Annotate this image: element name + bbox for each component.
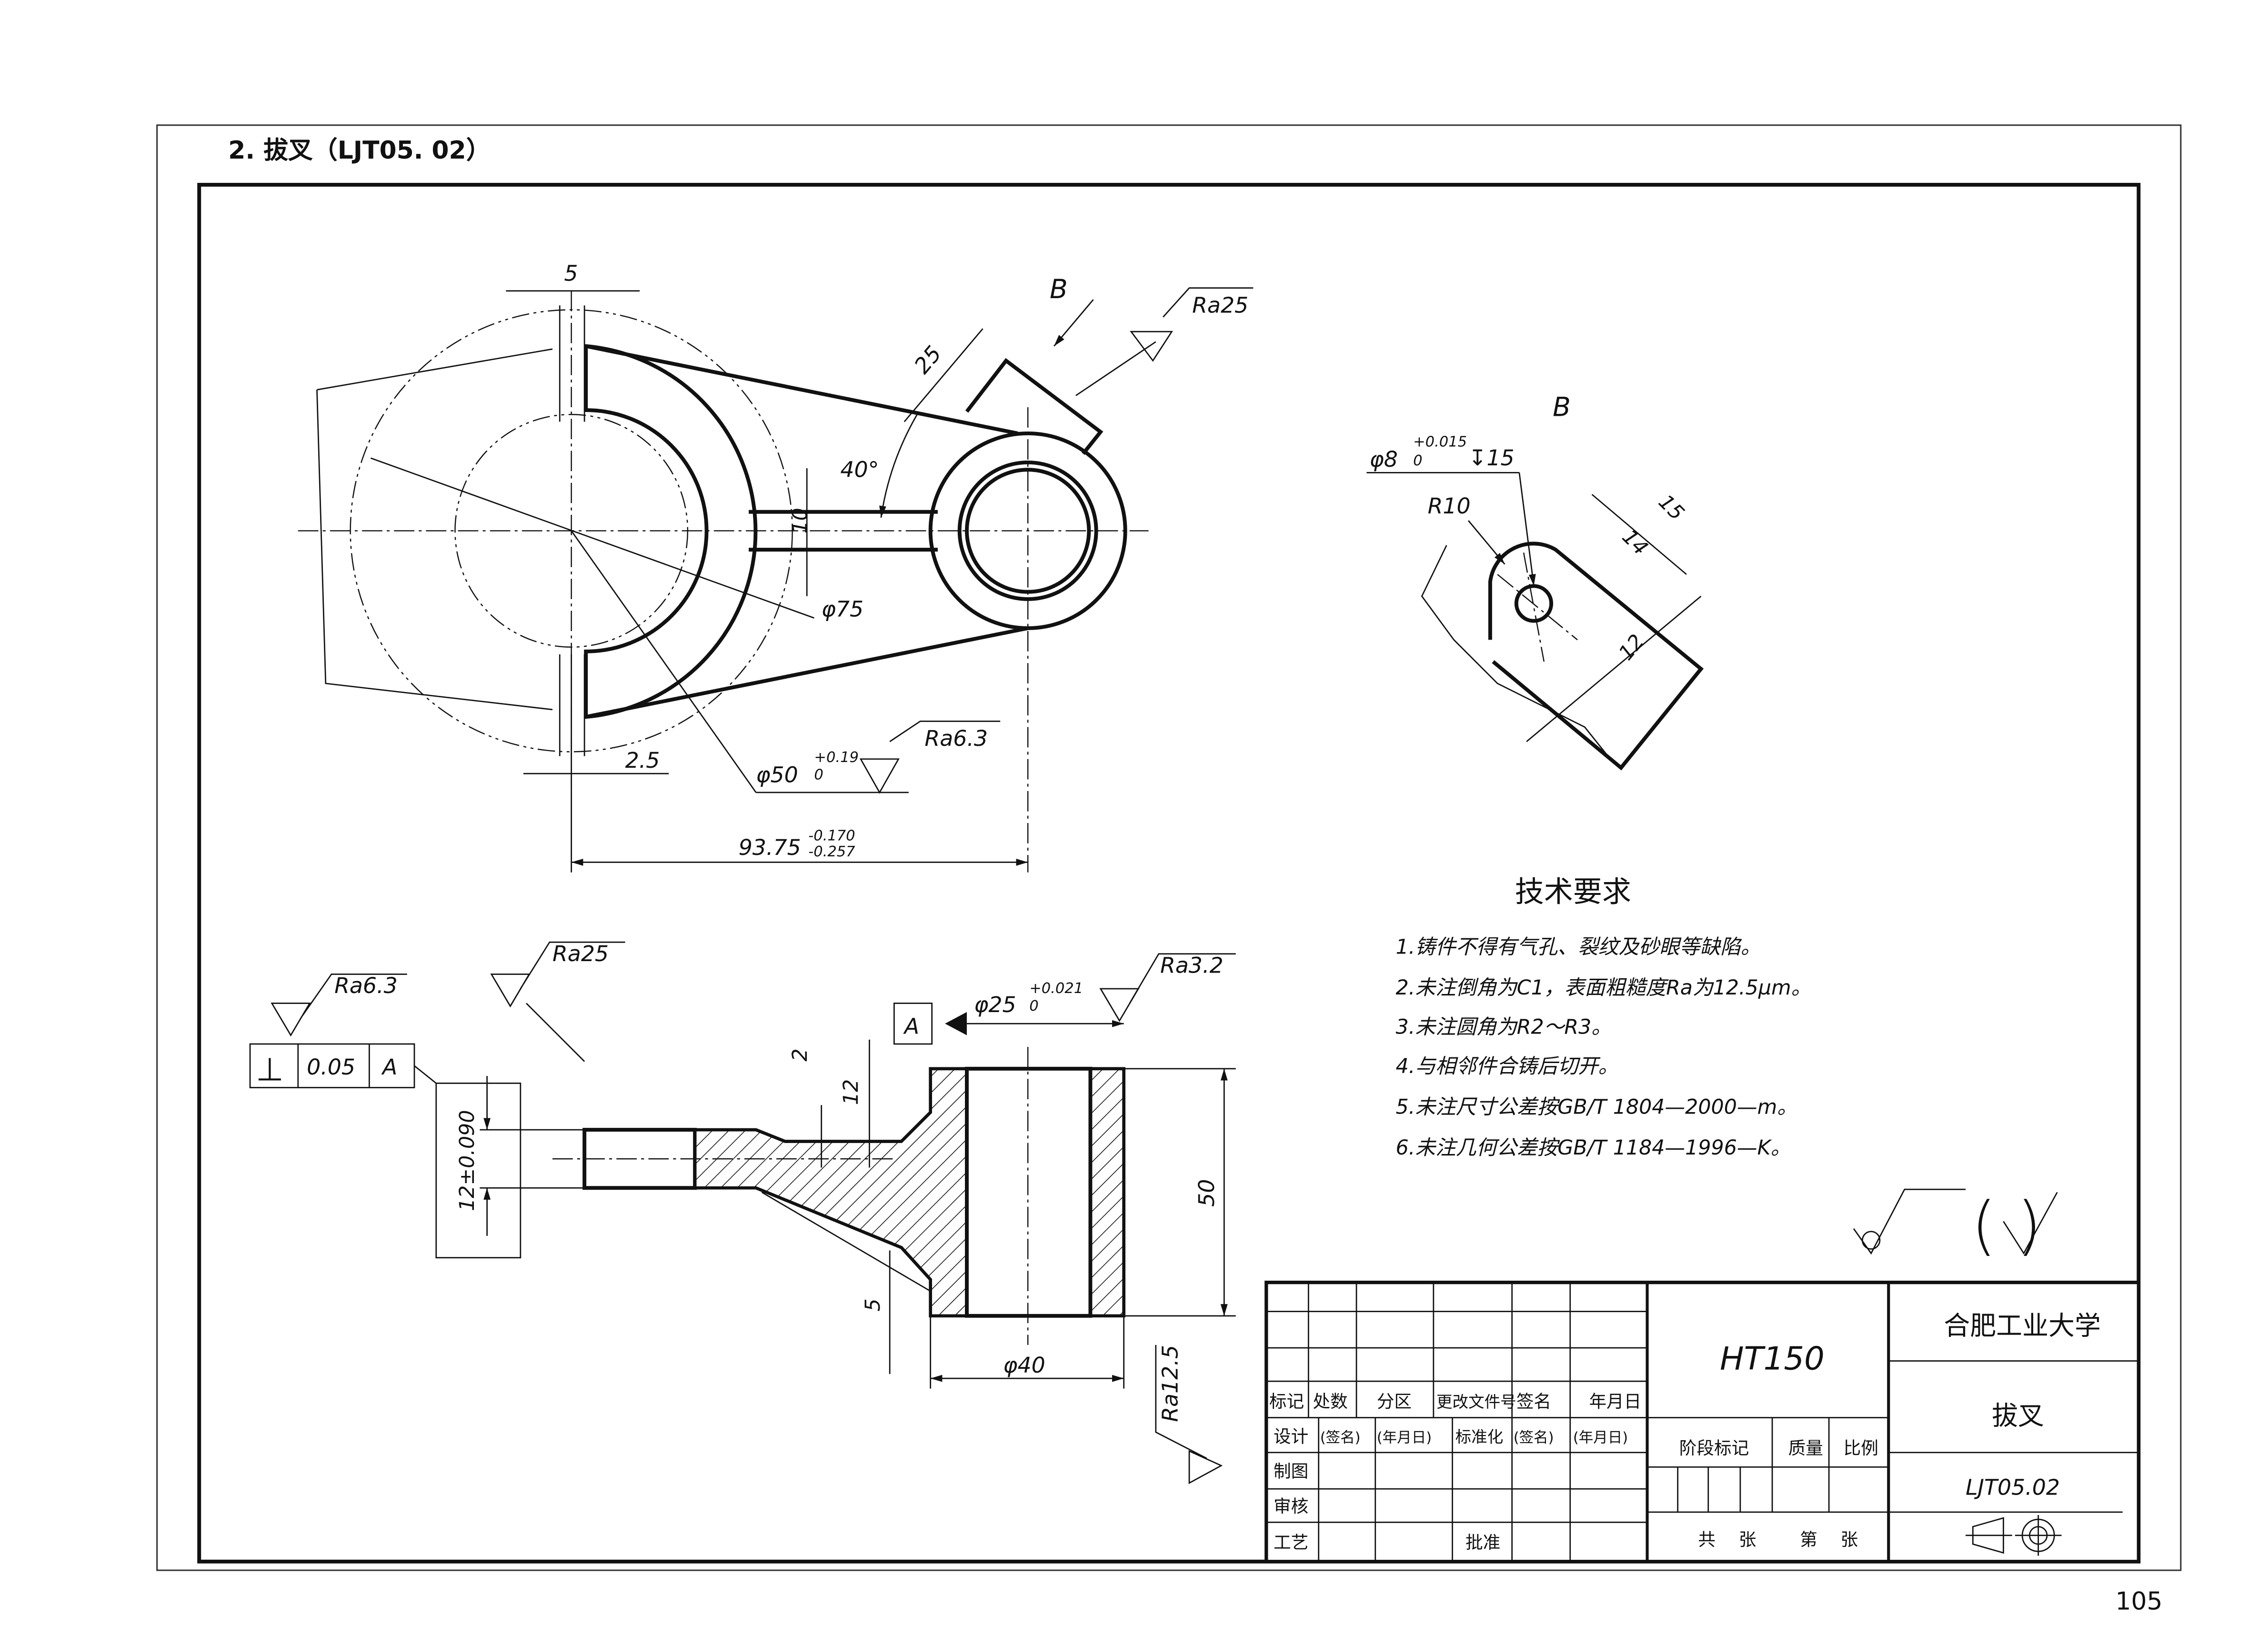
- dim-5-section: 5: [861, 1298, 885, 1311]
- tb-mass: 质量: [1788, 1438, 1823, 1458]
- hole-depth: ↧15: [1468, 445, 1515, 471]
- hole-lower: 0: [1413, 452, 1422, 469]
- tb-scale: 比例: [1844, 1438, 1878, 1458]
- outer-frame: [156, 124, 2182, 1571]
- dim-93-75-upper: -0.170: [808, 828, 855, 844]
- tech-item-1: 1.铸件不得有气孔、裂纹及砂眼等缺陷。: [1395, 935, 1761, 959]
- dia-50: φ50: [756, 763, 798, 788]
- tech-item-6: 6.未注几何公差按GB/T 1184—1996—K。: [1395, 1136, 1791, 1160]
- tb-sheets-3: 张: [1841, 1529, 1858, 1550]
- dim-14: 14: [1617, 525, 1653, 560]
- angle-40: 40°: [840, 457, 879, 482]
- tb-design-4: (签名): [1514, 1429, 1554, 1446]
- view-b: B φ8 +0.015 0 ↧15 R10 15 14 12: [1366, 391, 1704, 771]
- tb-design-2: (年月日): [1377, 1429, 1432, 1446]
- ra12-5: Ra12.5: [1158, 1345, 1183, 1422]
- tb-design-3: 标准化: [1455, 1427, 1504, 1446]
- header-title: 2. 拔叉（LJT05. 02）: [228, 136, 491, 165]
- dia-75: φ75: [822, 597, 863, 622]
- tb-approve: 批准: [1465, 1532, 1500, 1553]
- tol-datum: A: [381, 1054, 397, 1080]
- tol-value: 0.05: [307, 1054, 355, 1080]
- ra6-3-top: Ra6.3: [924, 726, 988, 751]
- ra25-top: Ra25: [1192, 293, 1248, 318]
- tb-part-name: 拔叉: [1992, 1401, 2044, 1431]
- tb-design-5: (年月日): [1573, 1429, 1628, 1446]
- dim-2: 2: [788, 1048, 812, 1061]
- tb-row-review: 审核: [1274, 1496, 1308, 1516]
- dia-25: φ25: [974, 992, 1016, 1017]
- view-b-title: B: [1553, 391, 1571, 422]
- tb-header-4: 签名: [1516, 1391, 1551, 1412]
- tech-item-2: 2.未注倒角为C1，表面粗糙度Ra为12.5μm。: [1395, 976, 1811, 1000]
- dia-25-upper: +0.021: [1029, 980, 1083, 997]
- tb-design-1: (签名): [1320, 1429, 1361, 1446]
- top-view: 5 2.5 93.75 -0.170 -0.257 φ50 +0.19 0 Ra…: [298, 261, 1254, 873]
- hole-upper: +0.015: [1413, 433, 1467, 450]
- dim-10: 10: [788, 508, 812, 533]
- tb-stage-mark: 阶段标记: [1679, 1438, 1749, 1458]
- tb-header-1: 处数: [1313, 1391, 1347, 1412]
- tb-row-drawing: 制图: [1274, 1461, 1308, 1482]
- ra3-2: Ra3.2: [1160, 953, 1224, 978]
- tb-design-0: 设计: [1274, 1426, 1308, 1446]
- dim-12: 12: [839, 1079, 863, 1105]
- projection-symbol-icon: [1966, 1515, 2062, 1556]
- tb-sheets-1: 张: [1739, 1529, 1756, 1550]
- tb-sheets-0: 共: [1698, 1529, 1716, 1550]
- tb-header-2: 分区: [1377, 1391, 1412, 1412]
- dim-25: 25: [909, 341, 946, 379]
- tb-header-5: 年月日: [1589, 1391, 1641, 1412]
- tb-material: HT150: [1720, 1340, 1825, 1377]
- dim-12-tol: 12±0.090: [455, 1110, 479, 1211]
- dim-2-5: 2.5: [625, 748, 660, 773]
- title-block: 标记 处数 分区 更改文件号 签名 年月日 设计 (签名) (年月日) 标准化 …: [1264, 1280, 2140, 1564]
- dim-12: 12: [1614, 630, 1649, 665]
- ra25-section: Ra25: [552, 941, 609, 966]
- tech-item-3: 3.未注圆角为R2～R3。: [1395, 1015, 1612, 1039]
- dim-50: 50: [1194, 1179, 1219, 1207]
- dim-15: 15: [1654, 490, 1689, 525]
- general-roughness-symbol: ( ): [1853, 1188, 2058, 1263]
- tb-sheets-2: 第: [1800, 1529, 1817, 1550]
- dim-5: 5: [564, 261, 578, 286]
- tb-header-3: 更改文件号: [1436, 1393, 1516, 1411]
- tb-school: 合肥工业大学: [1944, 1311, 2101, 1341]
- tb-row-process: 工艺: [1274, 1532, 1308, 1553]
- tech-item-5: 5.未注尺寸公差按GB/T 1804—2000—m。: [1395, 1095, 1797, 1119]
- tb-drawing-no: LJT05.02: [1966, 1475, 2060, 1500]
- tech-item-4: 4.与相邻件合铸后切开。: [1395, 1054, 1618, 1078]
- dia-25-lower: 0: [1029, 998, 1038, 1014]
- section-label-b: B: [1050, 274, 1068, 304]
- dim-93-75: 93.75: [739, 835, 801, 860]
- tech-title: 技术要求: [1515, 875, 1631, 909]
- tol-symbol: ⊥: [256, 1051, 284, 1088]
- dia-50-lower: 0: [814, 766, 823, 783]
- ra6-3-section: Ra6.3: [334, 973, 398, 998]
- dim-93-75-lower: -0.257: [808, 843, 855, 860]
- section-view: 12±0.090 ⊥ 0.05 A Ra6.3 Ra25 A φ25 +0.02…: [249, 941, 1236, 1485]
- tech-requirements: 技术要求 1.铸件不得有气孔、裂纹及砂眼等缺陷。 2.未注倒角为C1，表面粗糙度…: [1395, 875, 1811, 1160]
- page-number: 105: [2115, 1587, 2162, 1616]
- hole-dia: φ8: [1370, 447, 1398, 472]
- tb-header-0: 标记: [1269, 1391, 1304, 1412]
- datum-a: A: [903, 1014, 919, 1039]
- r10: R10: [1428, 493, 1471, 519]
- drawing-border: [197, 182, 2141, 1564]
- dia-40: φ40: [1003, 1353, 1045, 1378]
- dia-50-upper: +0.19: [814, 749, 859, 766]
